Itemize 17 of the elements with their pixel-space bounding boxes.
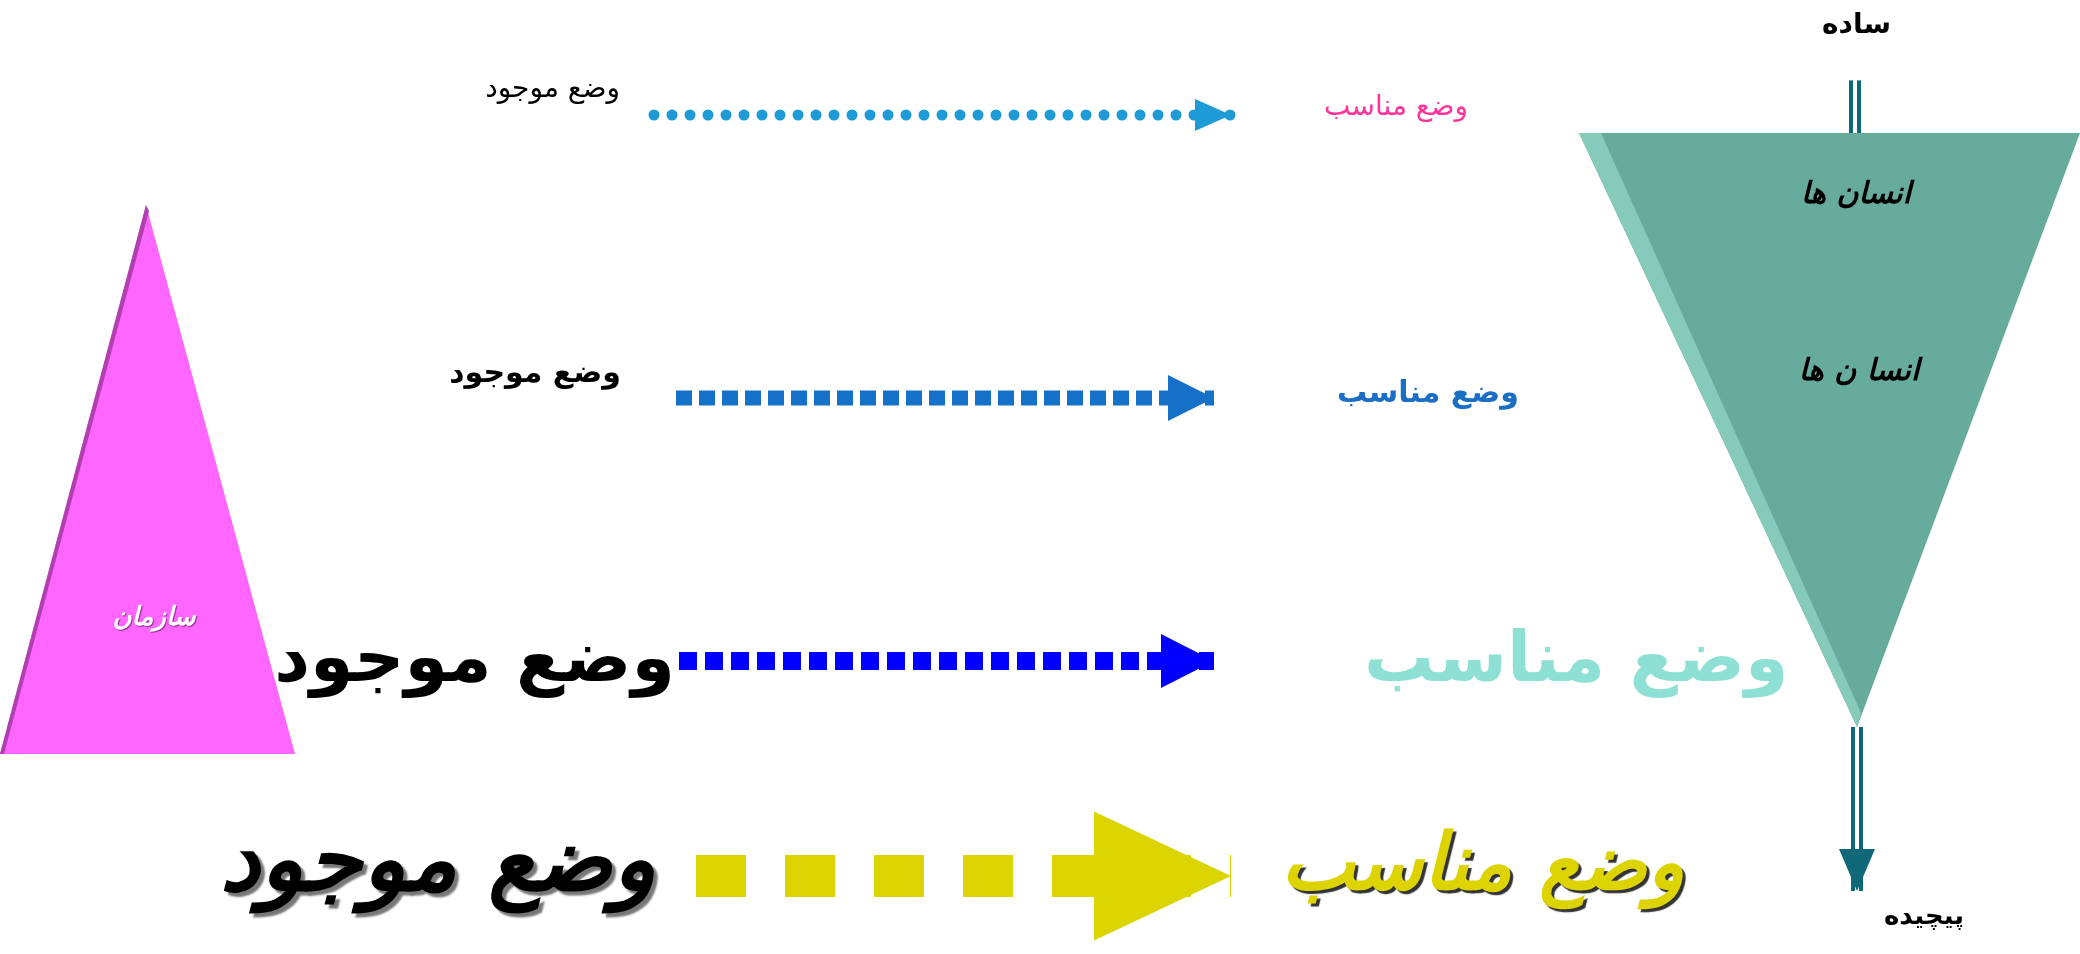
status-label: وضع مناسب: [1337, 373, 1519, 411]
double-arrow: [1839, 727, 1875, 891]
status-label: پیچیده: [1884, 899, 1965, 932]
double-line: [1849, 80, 1861, 133]
status-label: وضع مناسب: [1364, 615, 1789, 700]
status-label: وضع موجود: [449, 353, 621, 391]
status-label: وضع موجود: [274, 615, 675, 700]
status-label: وضع موجود: [485, 70, 620, 106]
dotted-arrow: [696, 811, 1231, 941]
status-label: وضع مناسب: [1281, 812, 1685, 914]
status-label: وضع موجود: [219, 800, 656, 917]
shape-label: سازمان: [112, 600, 196, 634]
dotted-arrow: [676, 375, 1214, 421]
dotted-arrow: [679, 634, 1214, 688]
dotted-arrow: [648, 99, 1237, 131]
status-label: ساده: [1822, 6, 1891, 42]
status-label: وضع مناسب: [1324, 88, 1469, 124]
